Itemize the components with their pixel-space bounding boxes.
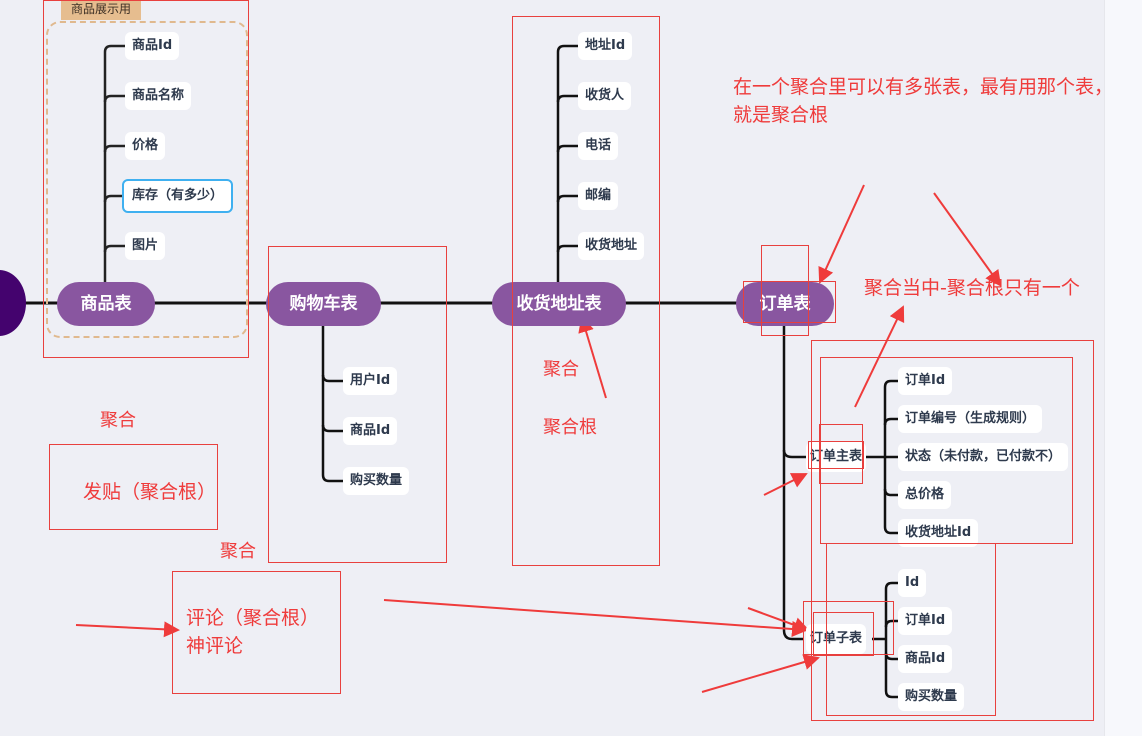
order-sub-field[interactable]: 订单Id (898, 607, 953, 635)
aggregate-box-order-sub (826, 543, 996, 716)
aggregate-box-address (512, 16, 660, 566)
address-branch (556, 44, 578, 290)
comment-aggregate-box (172, 571, 341, 694)
arrow-to-single-root-note (933, 192, 1002, 287)
subtopic-order-sub[interactable]: 订单子表 (806, 624, 867, 654)
product-branch (103, 44, 125, 290)
note-comment-aggregate: 聚合 (220, 541, 256, 562)
cart-branch (321, 318, 343, 483)
address-field[interactable]: 收货地址 (578, 232, 645, 260)
order-sub-field[interactable]: 商品Id (898, 645, 953, 673)
arrow-to-comment-box (75, 621, 180, 638)
order-main-field[interactable]: 总价格 (898, 481, 952, 509)
product-field-selected[interactable]: 库存（有多少） (122, 179, 234, 213)
post-aggregate-box (49, 444, 218, 530)
highlight-order-main-a (819, 424, 863, 484)
order-main-field[interactable]: 订单Id (898, 367, 953, 395)
canvas-right-margin (1104, 0, 1142, 736)
product-field[interactable]: 商品名称 (125, 82, 192, 110)
product-field[interactable]: 价格 (125, 132, 166, 160)
cart-field[interactable]: 购买数量 (343, 467, 410, 495)
highlight-order-topic-b (743, 281, 836, 323)
note-comment-god: 神评论 (186, 635, 244, 657)
topic-order-table[interactable]: 订单表 (736, 282, 834, 326)
note-aggregate-definition-2: 就是聚合根 (733, 104, 829, 126)
arrow-to-order-sub-1 (747, 607, 810, 633)
arrow-to-address-topic (578, 316, 607, 399)
order-sub-field[interactable]: Id (898, 569, 927, 597)
note-comment-root: 评论（聚合根） (186, 607, 320, 629)
aggregate-box-order-outer (811, 340, 1094, 721)
product-boundary[interactable] (46, 21, 248, 338)
address-field[interactable]: 电话 (578, 132, 619, 160)
arrow-to-order-sub-2 (701, 654, 820, 693)
cart-field[interactable]: 商品Id (343, 417, 398, 445)
address-field[interactable]: 收货人 (578, 82, 632, 110)
order-sub-field[interactable]: 购买数量 (898, 683, 965, 711)
note-post-root: 发贴（聚合根） (83, 481, 217, 503)
arrow-to-order-topic (818, 184, 865, 284)
note-address-root: 聚合根 (543, 417, 597, 438)
order-branch (782, 318, 898, 699)
note-aggregate-definition-1: 在一个聚合里可以有多张表，最有用那个表， (733, 76, 1114, 98)
product-boundary-label: 商品展示用 (61, 0, 142, 20)
subtopic-order-main[interactable]: 订单主表 (806, 442, 867, 472)
product-field[interactable]: 图片 (125, 232, 166, 260)
order-main-field[interactable]: 订单编号（生成规则） (898, 405, 1043, 433)
address-field[interactable]: 地址Id (578, 32, 633, 60)
note-single-root: 聚合当中-聚合根只有一个 (864, 277, 1080, 299)
order-main-field[interactable]: 收货地址Id (898, 519, 979, 547)
arrow-to-order-main (763, 473, 808, 496)
annotation-arrows (75, 184, 1002, 693)
highlight-order-main-b (808, 441, 864, 469)
note-address-aggregate: 聚合 (543, 359, 579, 380)
note-post-aggregate: 聚合 (100, 410, 136, 431)
product-field[interactable]: 商品Id (125, 32, 180, 60)
highlight-order-topic-a (761, 245, 809, 336)
topic-address-table[interactable]: 收货地址表 (492, 282, 626, 326)
order-main-field[interactable]: 状态（未付款，已付款不） (898, 443, 1069, 471)
address-field[interactable]: 邮编 (578, 182, 619, 210)
aggregate-box-product (43, 0, 249, 358)
highlight-order-sub-a (803, 601, 894, 655)
aggregate-box-cart (268, 246, 447, 563)
topic-product-table[interactable]: 商品表 (57, 282, 155, 326)
cart-field[interactable]: 用户Id (343, 367, 398, 395)
highlight-order-sub-b (813, 612, 874, 656)
topic-cart-table[interactable]: 购物车表 (266, 282, 381, 326)
arrow-long-to-order-sub (383, 599, 808, 637)
